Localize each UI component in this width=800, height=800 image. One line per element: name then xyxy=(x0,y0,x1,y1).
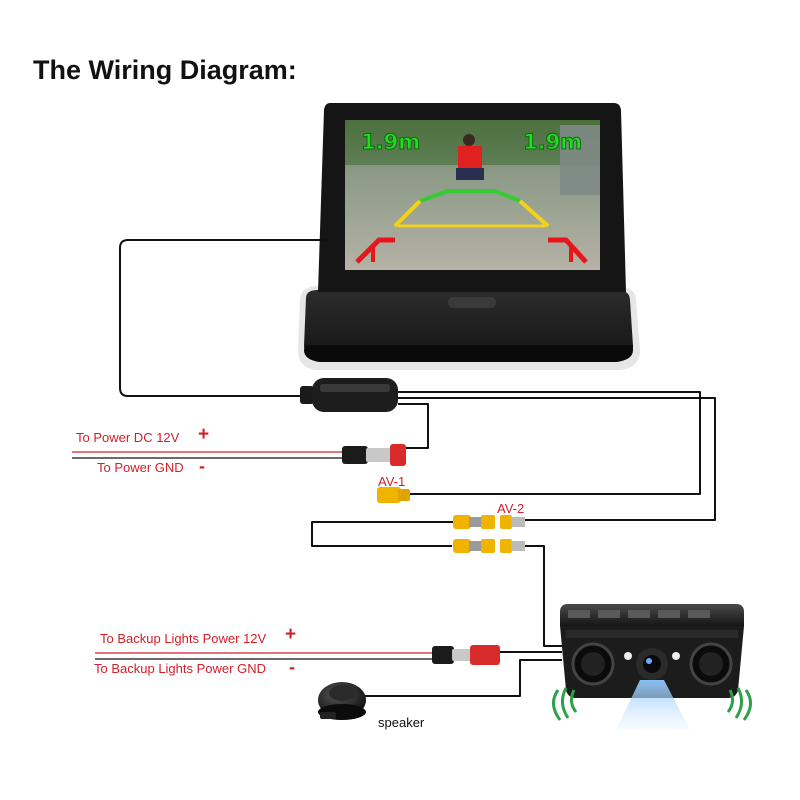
backup-12v-label: To Backup Lights Power 12V xyxy=(100,631,267,646)
minus-sign: - xyxy=(199,456,205,476)
av1-label: AV-1 xyxy=(378,474,406,489)
black-wires xyxy=(119,239,716,697)
plus-sign: + xyxy=(285,624,297,645)
diagram-title: The Wiring Diagram: xyxy=(33,55,297,85)
power-gnd-label: To Power GND xyxy=(97,460,184,475)
av2-rca-connectors xyxy=(453,515,525,553)
power-12v-label: To Power DC 12V xyxy=(76,430,180,445)
speaker xyxy=(318,682,366,720)
speaker-label: speaker xyxy=(378,715,425,730)
av2-label: AV-2 xyxy=(497,501,525,516)
dc-power-plug xyxy=(342,444,406,466)
power-wires xyxy=(72,451,432,660)
plus-sign: + xyxy=(198,424,210,445)
backup-gnd-label: To Backup Lights Power GND xyxy=(94,661,266,676)
distance-readout-right: 1.9m xyxy=(522,130,583,155)
backup-camera xyxy=(552,604,752,730)
distance-readout-left: 1.9m xyxy=(360,130,421,155)
monitor xyxy=(298,103,640,370)
av1-rca-connector xyxy=(377,487,410,503)
inline-connector xyxy=(300,378,398,412)
minus-sign: - xyxy=(289,657,295,677)
backup-power-plug xyxy=(432,645,500,665)
